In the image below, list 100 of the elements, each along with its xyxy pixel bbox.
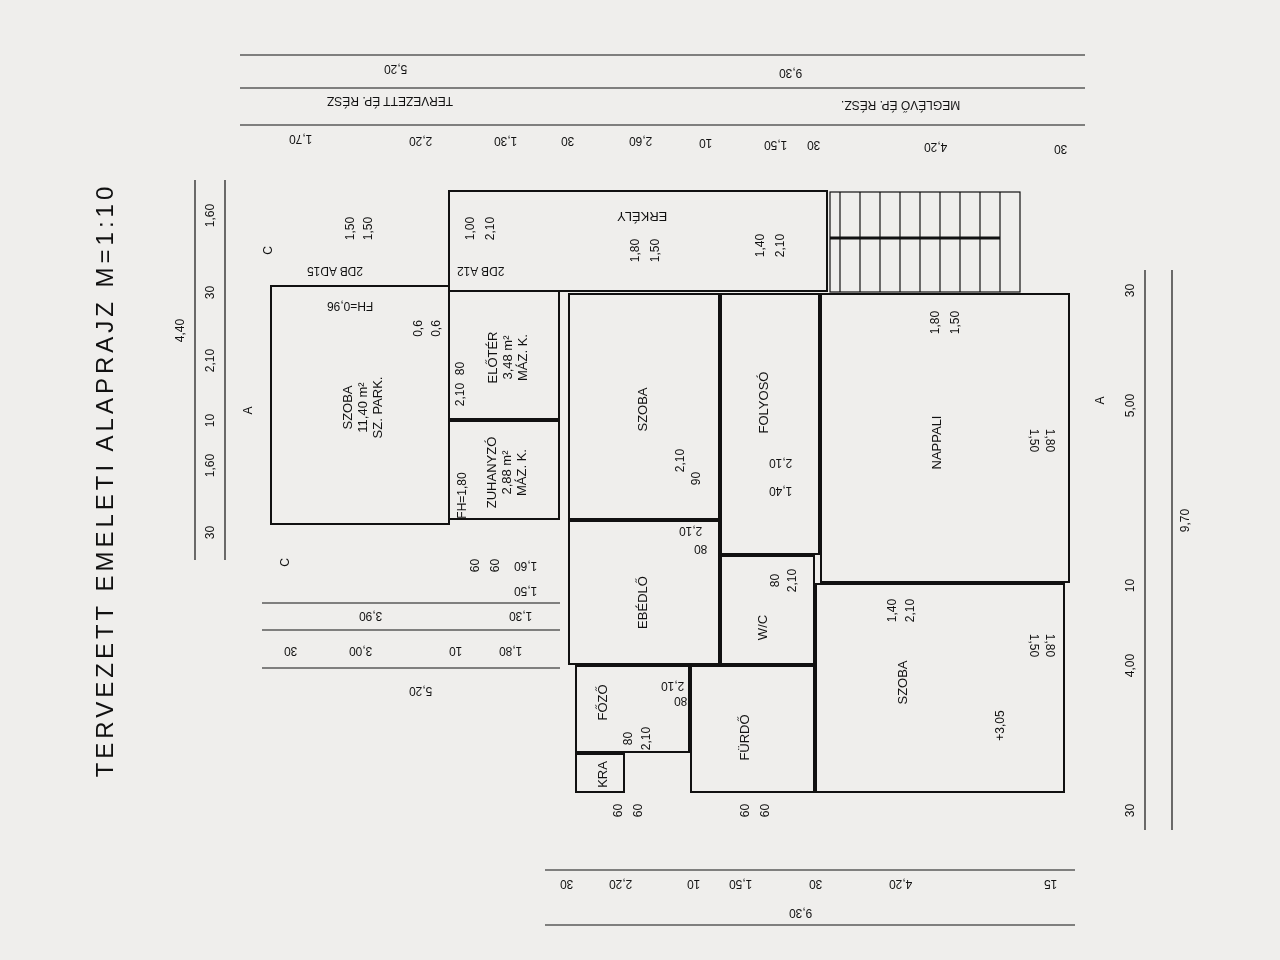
- dimension-text: 30: [283, 643, 297, 657]
- dimension-text: 2,10: [483, 216, 497, 240]
- dimension-text: 2,10: [639, 726, 653, 750]
- room-name: NAPPALI: [929, 415, 945, 469]
- dimension-text: 60: [758, 803, 772, 817]
- dimension-text: 2DB AD15: [307, 263, 364, 277]
- room-name: SZOBA: [634, 386, 650, 432]
- dimension-text: 30: [203, 285, 217, 299]
- dimension-text: 1,50: [648, 238, 662, 262]
- floor-text: SZ. PARK.: [370, 376, 386, 438]
- room-name: FOLYOSÓ: [756, 371, 772, 433]
- dimension-text: 4,00: [1123, 653, 1137, 677]
- dimension-text: 4,20: [923, 139, 947, 153]
- dimension-text: 60: [738, 803, 752, 817]
- room-outline: [575, 753, 625, 793]
- dimension-text: 1,50: [361, 216, 375, 240]
- dimension-text: 1,40: [753, 233, 767, 257]
- dimension-text: 90: [689, 471, 703, 485]
- dimension-text: 1,80: [1042, 633, 1056, 657]
- plan-title: TERVEZETT EMELETI ALAPRAJZ M=1:10: [90, 182, 119, 778]
- dimension-text: 1,50: [728, 876, 752, 890]
- note-text: 5,20: [383, 61, 407, 75]
- dimension-text: C: [261, 245, 275, 255]
- room-outline: [720, 555, 815, 665]
- dimension-text: 60: [468, 558, 482, 572]
- room-outline: [568, 520, 720, 665]
- dimension-text: 2,10: [785, 568, 799, 592]
- room-outline: [820, 293, 1070, 583]
- room-name: FŐZŐ: [594, 683, 610, 721]
- dimension-text: 60: [488, 558, 502, 572]
- dimension-text: 1,30: [493, 133, 517, 147]
- dimension-text: 2,10: [453, 382, 467, 406]
- room-outline: [720, 293, 820, 555]
- floor-text: MÁZ. K.: [514, 448, 530, 496]
- dimension-text: 30: [1123, 283, 1137, 297]
- dimension-text: 5,00: [1123, 393, 1137, 417]
- dimension-text: 1,60: [203, 203, 217, 227]
- note-text: MEGLÉVŐ ÉP. RÉSZ.: [840, 97, 960, 111]
- dimension-text: 10: [686, 876, 700, 890]
- dimension-text: 15: [1043, 876, 1057, 890]
- dimension-text: 60: [631, 803, 645, 817]
- dimension-text: 1,80: [928, 310, 942, 334]
- dimension-text: 2,10: [773, 233, 787, 257]
- dimension-text: 2,60: [628, 133, 652, 147]
- area-text: 11,40 m²: [355, 381, 371, 433]
- dimension-text: 30: [806, 137, 820, 151]
- dimension-text: 1,50: [513, 583, 537, 597]
- dimension-text: 1,60: [203, 453, 217, 477]
- room-name: SZOBA: [340, 384, 356, 430]
- dimension-text: 1,50: [343, 216, 357, 240]
- dimension-text: 9,30: [788, 905, 812, 919]
- dimension-text: 80: [693, 541, 707, 555]
- dimension-text: 30: [1123, 803, 1137, 817]
- room-name: ELŐTÉR: [484, 331, 500, 383]
- dimension-text: FH=0,96: [327, 298, 374, 312]
- dimension-text: 0,6: [411, 319, 425, 337]
- dimension-text: 1,80: [628, 238, 642, 262]
- dimension-text: 2,20: [608, 876, 632, 890]
- dimension-text: 2,10: [903, 598, 917, 622]
- room-outline: [815, 583, 1065, 793]
- dimension-text: 80: [673, 693, 687, 707]
- dimension-text: 1,00: [463, 216, 477, 240]
- dimension-text: 9,70: [1178, 508, 1192, 532]
- room-outline: [690, 665, 815, 793]
- dimension-text: 1,30: [508, 608, 532, 622]
- room-name: FÜRDŐ: [736, 713, 752, 761]
- room-outline: [448, 420, 560, 520]
- dimension-text: 1,50: [1026, 428, 1040, 452]
- dimension-text: 30: [203, 525, 217, 539]
- dimension-text: A: [1093, 396, 1107, 404]
- room-outline: [448, 290, 560, 420]
- room-name: ERKÉLY: [617, 208, 668, 224]
- dimension-text: 1,50: [1026, 633, 1040, 657]
- dimension-text: 1,80: [498, 643, 522, 657]
- dimension-text: 2,10: [660, 678, 684, 692]
- dimension-text: 30: [560, 133, 574, 147]
- area-text: 3,48 m²: [499, 334, 515, 380]
- dimension-text: 4,20: [888, 876, 912, 890]
- dimension-text: 10: [698, 135, 712, 149]
- dimension-text: 1,70: [288, 131, 312, 145]
- dimension-text: 1,60: [513, 558, 537, 572]
- dimension-text: 2,10: [673, 448, 687, 472]
- dimension-text: FH=1,80: [455, 471, 469, 519]
- dimension-text: 2,10: [203, 348, 217, 372]
- dimension-text: 80: [621, 731, 635, 745]
- dimension-text: 10: [203, 413, 217, 427]
- dimension-text: 3,00: [348, 643, 372, 657]
- dimension-text: 1,40: [768, 483, 792, 497]
- room-outline: [568, 293, 720, 520]
- dimension-text: 80: [768, 573, 782, 587]
- dimension-text: 2,10: [768, 455, 792, 469]
- dimension-text: 3,90: [358, 608, 382, 622]
- dimension-text: 30: [559, 876, 573, 890]
- floor-text: MÁZ. K.: [514, 333, 530, 381]
- room-name: KRA: [594, 760, 610, 788]
- dimension-text: 5,20: [408, 683, 432, 697]
- dimension-text: 1,80: [1042, 428, 1056, 452]
- dimension-text: 10: [1123, 578, 1137, 592]
- dimension-text: 1,50: [948, 310, 962, 334]
- note-text: TERVEZETT ÉP. RÉSZ: [327, 93, 454, 107]
